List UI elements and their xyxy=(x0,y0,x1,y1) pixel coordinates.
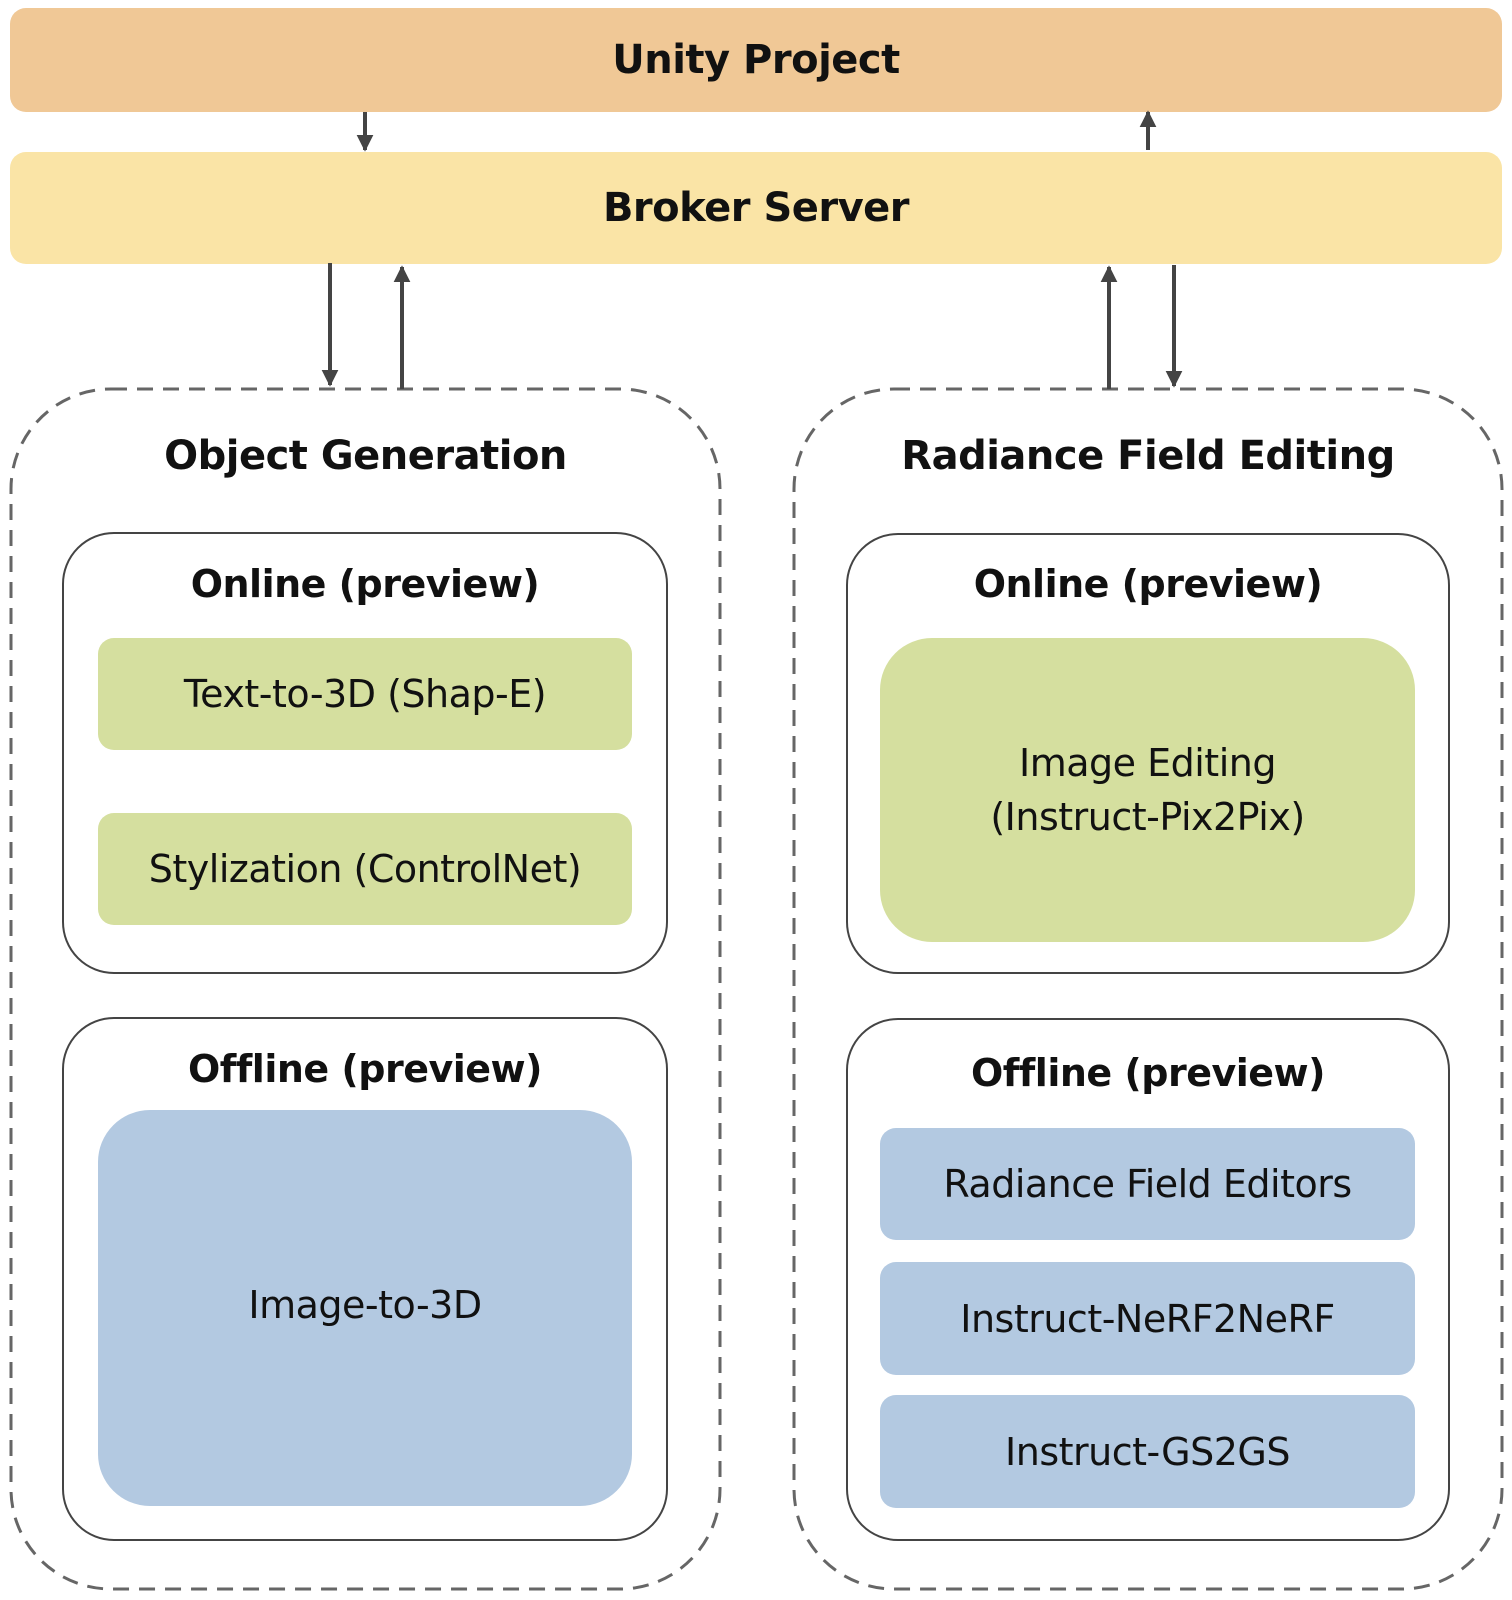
broker-server-label: Broker Server xyxy=(602,185,910,231)
online-preview-title: Online (preview) xyxy=(190,562,540,606)
image-to-3d-block: Image-to-3D xyxy=(98,1110,632,1506)
object-generation-title: Object Generation xyxy=(164,433,567,479)
offline-preview-title: Offline (preview) xyxy=(187,1047,543,1091)
instruct-nerf2nerf-block: Instruct-NeRF2NeRF xyxy=(880,1262,1415,1375)
instruct-gs2gs-label: Instruct-GS2GS xyxy=(1005,1429,1290,1474)
online-preview-title: Online (preview) xyxy=(973,562,1323,606)
radiance-field-editors-block: Radiance Field Editors xyxy=(880,1128,1415,1240)
instruct-nerf2nerf-label: Instruct-NeRF2NeRF xyxy=(960,1296,1335,1341)
radiance-field-editing-group: Radiance Field Editing xyxy=(794,389,1502,1589)
unity-project-bar: Unity Project xyxy=(10,8,1502,112)
instruct-pix2pix-label: (Instruct-Pix2Pix) xyxy=(990,795,1305,839)
image-editing-block: Image Editing (Instruct-Pix2Pix) xyxy=(880,638,1415,942)
object-generation-group: Object Generation xyxy=(11,389,720,1589)
instruct-gs2gs-block: Instruct-GS2GS xyxy=(880,1395,1415,1508)
text-to-3d-block: Text-to-3D (Shap-E) xyxy=(98,638,632,750)
text-to-3d-label: Text-to-3D (Shap-E) xyxy=(183,672,547,716)
broker-server-bar: Broker Server xyxy=(10,152,1502,264)
stylization-label: Stylization (ControlNet) xyxy=(148,847,582,891)
unity-project-label: Unity Project xyxy=(612,37,900,83)
radiance-field-editing-title: Radiance Field Editing xyxy=(901,433,1395,479)
image-to-3d-label: Image-to-3D xyxy=(248,1283,482,1327)
image-editing-label: Image Editing xyxy=(1019,741,1276,785)
offline-preview-title: Offline (preview) xyxy=(970,1051,1326,1095)
radiance-field-editors-label: Radiance Field Editors xyxy=(943,1162,1352,1206)
stylization-block: Stylization (ControlNet) xyxy=(98,813,632,925)
